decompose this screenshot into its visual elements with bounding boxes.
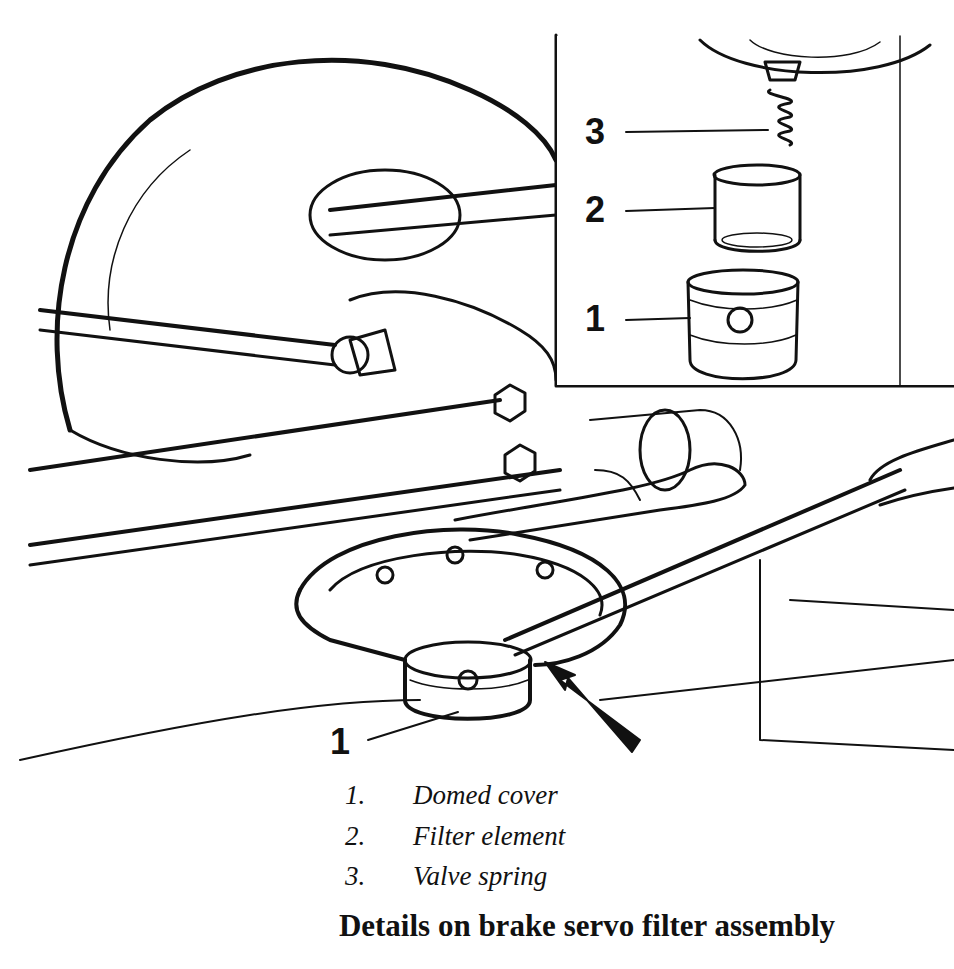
filter-inner xyxy=(722,233,792,247)
callout-number: 1 xyxy=(330,722,350,762)
cover-hole xyxy=(728,308,752,332)
servo-rim xyxy=(70,430,250,462)
inset-frame xyxy=(556,35,954,386)
inset-domed-cover xyxy=(688,282,798,379)
servo-mount xyxy=(350,292,556,380)
inset-detail xyxy=(899,36,901,386)
callout-number: 1 xyxy=(585,299,605,339)
part-name: Domed cover xyxy=(413,781,558,811)
figure-caption: Details on brake servo filter assembly xyxy=(339,909,835,943)
valve-stem xyxy=(765,62,800,80)
tool-rod xyxy=(505,470,900,640)
inset-ground xyxy=(557,36,954,385)
pipe-edge xyxy=(30,490,560,565)
brake-rod xyxy=(40,310,335,345)
key-number: 1. xyxy=(345,781,365,811)
cover-hole xyxy=(459,671,477,689)
screw xyxy=(447,547,463,563)
domed-cover xyxy=(405,660,530,719)
tool-rod-edge xyxy=(515,490,905,655)
callout-number: 2 xyxy=(585,190,605,230)
union-end xyxy=(640,410,690,490)
leader-line xyxy=(626,318,690,320)
pushrod-edge xyxy=(330,215,556,235)
pipe xyxy=(30,400,500,470)
pipe-bend xyxy=(455,464,745,540)
part-name: Filter element xyxy=(413,822,565,852)
inset-cover-top xyxy=(688,270,798,294)
tool-handle xyxy=(870,440,954,505)
union-thread xyxy=(595,470,640,500)
brake-rod-edge xyxy=(40,330,335,365)
servo-boss xyxy=(310,170,460,260)
pointer-arrow xyxy=(545,662,640,752)
servo-outline xyxy=(57,60,556,430)
hex-nut xyxy=(495,385,525,421)
panel-line xyxy=(760,560,954,750)
union xyxy=(590,410,741,470)
valve-spring xyxy=(768,90,791,145)
key-number: 3. xyxy=(345,862,365,892)
pipe xyxy=(30,470,560,545)
domed-cover-top xyxy=(405,642,531,678)
housing-flange xyxy=(296,590,405,660)
leader-line xyxy=(626,130,768,132)
filter-bottom xyxy=(715,240,800,251)
leader-line xyxy=(626,208,715,211)
pushrod xyxy=(330,185,556,210)
rod-clevis xyxy=(350,330,395,375)
inset-dome-edge xyxy=(750,40,880,57)
panel-line xyxy=(20,700,420,760)
inset-dome xyxy=(700,40,930,73)
part-name: Valve spring xyxy=(413,862,547,892)
callout-number: 3 xyxy=(585,112,605,152)
filter-top xyxy=(714,165,800,185)
servo-shade xyxy=(108,150,190,330)
key-number: 2. xyxy=(345,822,365,852)
cover-ring xyxy=(690,300,797,344)
screw xyxy=(537,562,553,578)
housing-body xyxy=(330,551,602,615)
leader-line xyxy=(368,712,458,740)
screw xyxy=(377,567,393,583)
hex-nut xyxy=(505,445,535,481)
panel-line xyxy=(600,660,954,700)
